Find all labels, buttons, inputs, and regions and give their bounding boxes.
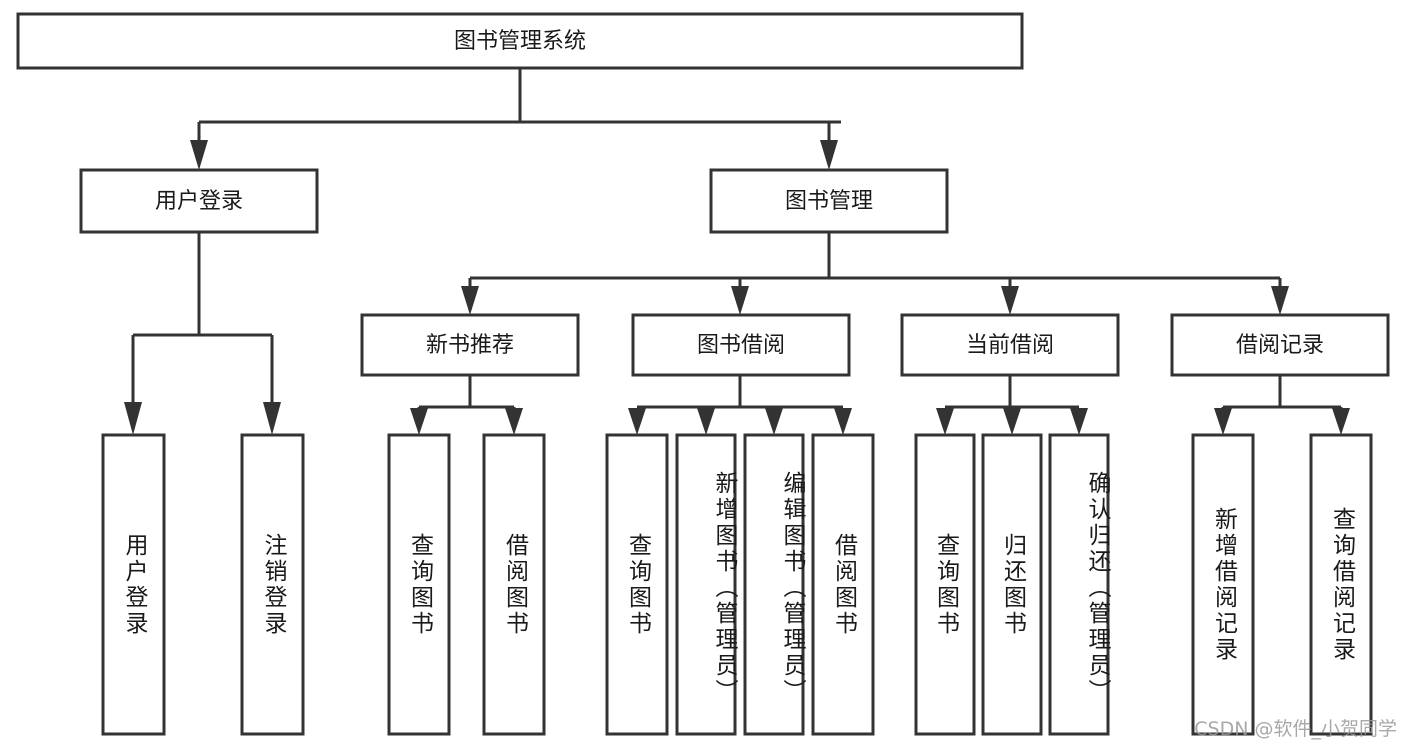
arrow-head-icon [190,140,208,170]
node-user-login[interactable]: 用户登录 [79,168,319,234]
arrow-head-icon [461,286,479,315]
connector-group-new-book-recommend [410,375,523,435]
arrow-head-icon [697,408,715,435]
node-current-borrow-label: 当前借阅 [966,333,1054,358]
node-book-management-label: 图书管理 [785,189,873,214]
node-user-login-box [79,168,319,234]
connector-group-root [190,68,841,170]
leaf-box-confirm-return-admin[interactable] [1048,433,1110,736]
arrow-head-icon [820,140,838,170]
node-current-borrow[interactable]: 当前借阅 [900,313,1120,377]
node-book-borrow[interactable]: 图书借阅 [631,313,851,377]
node-new-book-recommend[interactable]: 新书推荐 [360,313,580,377]
node-book-borrow-label: 图书借阅 [697,333,785,358]
leaf-box-query-book-1[interactable] [387,433,451,736]
arrow-head-icon [834,408,852,435]
connector-group-book-management [461,232,1289,315]
arrow-head-icon [505,408,523,435]
leaf-boxes-group [101,433,1373,736]
arrow-head-icon [410,408,428,435]
arrow-head-icon [731,286,749,315]
connector-group-user-login [124,232,281,435]
leaf-box-return-book[interactable] [981,433,1043,736]
node-book-borrow-box [631,313,851,377]
leaf-box-user-login[interactable] [101,433,166,736]
arrow-head-icon [1271,286,1289,315]
node-new-book-recommend-label: 新书推荐 [426,333,514,358]
connector-group-current-borrow [936,375,1088,435]
leaf-box-borrow-book-2[interactable] [811,433,875,736]
node-user-login-label: 用户登录 [155,189,243,214]
leaf-box-add-book-admin[interactable] [675,433,737,736]
arrow-head-icon [1003,408,1021,435]
node-book-management[interactable]: 图书管理 [709,168,949,234]
node-borrow-record-label: 借阅记录 [1236,333,1324,358]
leaf-box-query-borrow-record[interactable] [1309,433,1373,736]
node-book-management-box [709,168,949,234]
leaf-box-borrow-book-1[interactable] [482,433,546,736]
arrow-head-icon [1332,408,1350,435]
leaf-box-logout[interactable] [240,433,305,736]
node-root-label: 图书管理系统 [454,29,586,54]
arrow-head-icon [936,408,954,435]
arrow-head-icon [628,408,646,435]
leaf-box-query-book-2[interactable] [605,433,669,736]
node-new-book-recommend-box [360,313,580,377]
leaf-box-add-borrow-record[interactable] [1191,433,1255,736]
arrow-head-icon [765,408,783,435]
arrow-head-icon [1070,408,1088,435]
connector-group-book-borrow [628,375,852,435]
arrow-head-icon [1001,286,1019,315]
node-borrow-record-box [1170,313,1390,377]
watermark-text: CSDN @软件_小贺同学 [1194,718,1397,740]
node-root[interactable]: 图书管理系统 [16,12,1024,70]
leaf-box-query-book-3[interactable] [914,433,976,736]
node-borrow-record[interactable]: 借阅记录 [1170,313,1390,377]
node-current-borrow-box [900,313,1120,377]
arrow-head-icon [1214,408,1232,435]
arrow-head-icon [263,402,281,435]
connector-group-borrow-record [1214,375,1350,435]
leaf-box-edit-book-admin[interactable] [743,433,805,736]
node-root-box [16,12,1024,70]
arrow-head-icon [124,402,142,435]
